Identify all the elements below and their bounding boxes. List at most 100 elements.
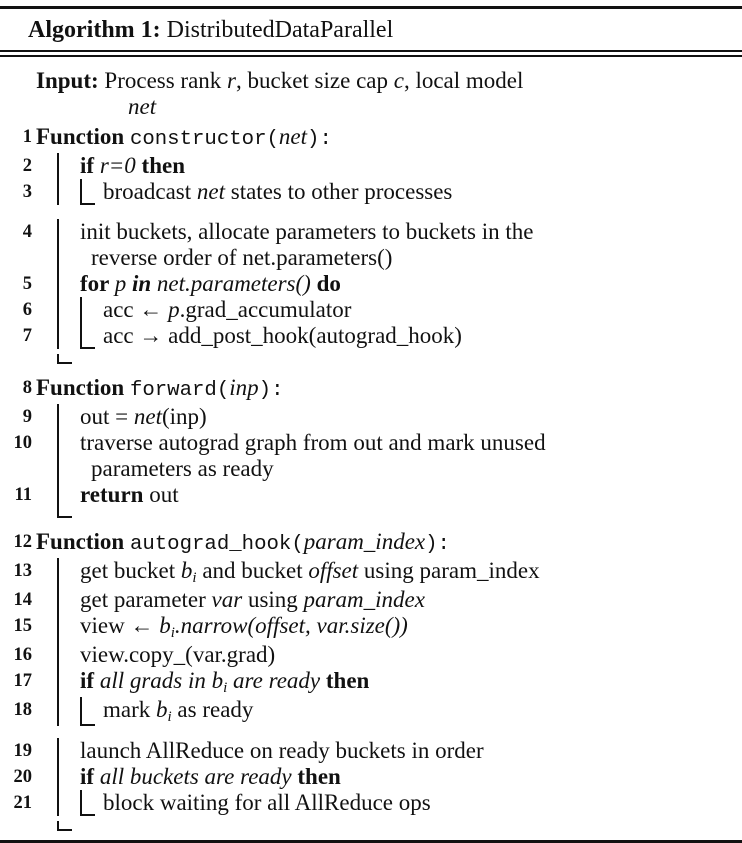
text-segment: ): xyxy=(258,379,284,402)
text-segment: reverse order of net.parameters() xyxy=(91,245,393,270)
text-segment: launch AllReduce on ready buckets in ord… xyxy=(80,738,484,763)
block-rule xyxy=(57,430,80,456)
code-text: net xyxy=(32,94,156,120)
text-segment: net xyxy=(278,124,308,149)
text-segment: block waiting for all AllReduce ops xyxy=(103,790,431,815)
text-segment: param_index xyxy=(303,587,425,612)
text-segment: p xyxy=(168,297,180,322)
text-segment: r xyxy=(227,68,236,93)
indent-spacer xyxy=(32,354,57,364)
line-number xyxy=(0,821,32,831)
code-text: parameters as ready xyxy=(80,456,274,482)
text-segment: Function xyxy=(36,124,130,149)
block-rule xyxy=(57,245,80,271)
text-segment: return xyxy=(80,482,144,507)
text-segment: are ready xyxy=(227,668,326,693)
indent-spacer xyxy=(32,613,57,642)
code-text: launch AllReduce on ready buckets in ord… xyxy=(80,738,484,764)
code-text: return out xyxy=(80,482,179,508)
text-segment: Process rank xyxy=(104,68,228,93)
text-segment: states to other processes xyxy=(225,179,453,204)
text-segment: autograd_hook( xyxy=(129,533,304,556)
block-end-rule xyxy=(80,697,103,726)
algorithm-caption: Algorithm 1: DistributedDataParallel xyxy=(0,9,742,50)
code-line: reverse order of net.parameters() xyxy=(0,245,742,271)
code-line: 2 if r=0 then xyxy=(0,153,742,179)
text-segment: if xyxy=(80,668,100,693)
text-segment: if xyxy=(80,764,100,789)
text-segment: parameters as ready xyxy=(91,456,274,481)
indent-spacer xyxy=(32,245,57,271)
line-number: 14 xyxy=(13,590,33,610)
code-text: for p in net.parameters() do xyxy=(80,271,341,297)
line-number: 1 xyxy=(22,127,32,147)
input-line: Input: Process rank r, bucket size cap c… xyxy=(0,63,742,94)
subscript: i xyxy=(167,709,172,726)
text-segment: acc ← xyxy=(103,297,169,322)
block-rule xyxy=(57,456,80,482)
code-line: 4 init buckets, allocate parameters to bu… xyxy=(0,210,742,245)
line-number: 18 xyxy=(13,700,33,720)
indent-spacer xyxy=(32,668,57,697)
line-number: 20 xyxy=(13,767,33,787)
block-end-rule xyxy=(57,354,80,364)
code-text: Function constructor(net): xyxy=(32,124,332,153)
block-end-rule xyxy=(80,790,103,816)
line-number: 2 xyxy=(22,156,32,176)
code-text: if r=0 then xyxy=(80,153,185,179)
text-segment: b xyxy=(180,558,193,583)
block-rule xyxy=(57,668,80,697)
text-segment: net xyxy=(133,404,162,429)
indent-spacer xyxy=(32,323,57,349)
text-segment: .grad_accumulator xyxy=(179,297,352,322)
text-segment: for xyxy=(80,271,115,296)
line-number xyxy=(0,245,32,271)
line-number xyxy=(0,94,32,120)
subscript: i xyxy=(192,570,197,587)
line-number: 6 xyxy=(22,300,32,320)
block-end-rule xyxy=(80,179,103,205)
text-segment: (inp) xyxy=(161,404,207,429)
text-segment: param_index xyxy=(303,529,426,554)
text-segment: using xyxy=(242,587,304,612)
text-segment: constructor( xyxy=(129,128,279,151)
text-segment: ): xyxy=(307,128,332,151)
line-number: 12 xyxy=(13,532,33,552)
block-rule xyxy=(57,587,80,613)
line-number: 19 xyxy=(13,741,33,761)
block-rule xyxy=(57,404,80,430)
text-segment: do xyxy=(316,271,341,296)
line-number: 4 xyxy=(22,222,32,242)
indent-spacer xyxy=(32,790,57,816)
block-end xyxy=(0,354,742,364)
block-rule xyxy=(57,153,80,179)
text-segment: c xyxy=(393,68,404,93)
text-segment: var xyxy=(211,587,243,612)
text-segment: Function xyxy=(36,375,130,400)
block-rule xyxy=(57,558,80,587)
indent-spacer xyxy=(32,430,57,456)
text-segment: mark xyxy=(103,697,157,722)
block-rule xyxy=(80,297,103,323)
indent-spacer xyxy=(32,297,57,323)
text-segment: net.parameters() xyxy=(156,271,317,296)
algorithm-figure: Algorithm 1: DistributedDataParallel Inp… xyxy=(0,6,742,843)
indent-spacer xyxy=(32,219,57,245)
indent-spacer xyxy=(32,642,57,668)
text-segment: init buckets, allocate parameters to buc… xyxy=(80,219,534,244)
text-segment: out xyxy=(143,482,179,507)
code-text: view.copy_(var.grad) xyxy=(80,642,275,668)
text-segment: get bucket xyxy=(80,558,181,583)
code-text: block waiting for all AllReduce ops xyxy=(103,790,431,816)
line-number: 9 xyxy=(22,407,32,427)
line-number xyxy=(0,354,32,364)
